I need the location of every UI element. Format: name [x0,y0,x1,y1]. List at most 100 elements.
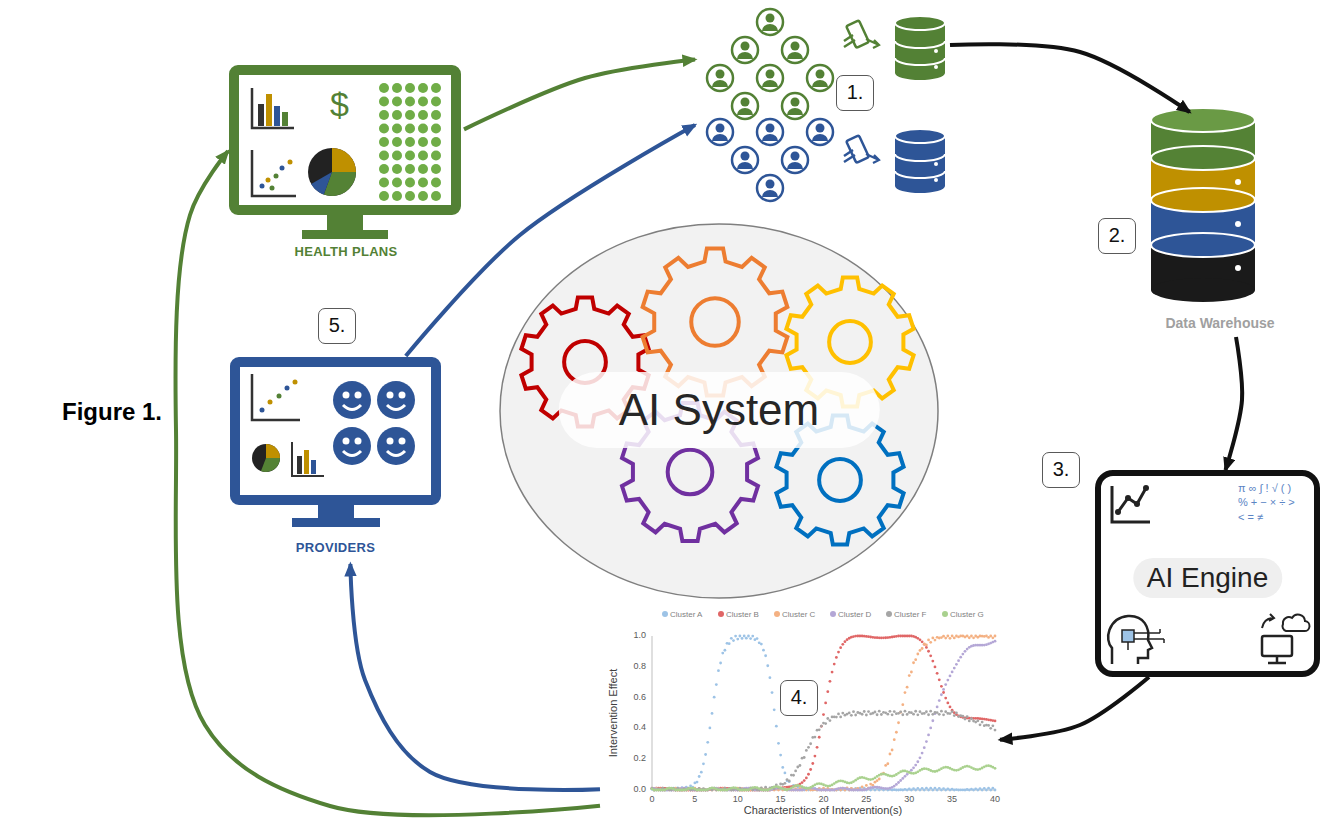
intervention-effect-chart-part-part [818,736,821,739]
node-label: AI System [559,372,880,448]
flow-arrow [464,59,695,129]
intervention-effect-chart-part-part [961,653,964,656]
node-label: HEALTH PLANS [294,244,397,259]
intervention-effect-chart-part-part [942,691,945,694]
intervention-effect-chart-part-part [784,782,787,785]
intervention-effect-chart-part-part [897,721,900,724]
intervention-effect-chart-part-part [970,717,973,720]
intervention-effect-chart-part-part [927,650,930,653]
intervention-effect-chart-part-part [970,717,973,720]
intervention-effect-chart-part-part [981,721,984,724]
flow-arrow [1000,677,1149,740]
health-plans-monitor-part-part [431,83,441,93]
intervention-effect-chart-part-part [792,774,795,777]
intervention-effect-chart-part-part [916,713,919,716]
health-plans-monitor-part-part [418,124,428,134]
health-plans-monitor-part-part [405,137,415,147]
providers-monitor-part [252,444,280,472]
patients-group-part [844,20,879,48]
data-warehouse-cylinder-part [1151,146,1255,170]
dollar-sign: $ [330,84,349,125]
intervention-effect-chart-part-part [841,643,844,646]
intervention-effect-chart-part-part [919,710,922,713]
intervention-effect-chart-part-part [949,637,952,640]
intervention-effect-chart-part-part [835,656,838,659]
intervention-effect-chart-part-part [715,787,718,790]
figure-number: Figure 1. [62,398,162,427]
health-plans-monitor-part [332,148,356,172]
health-plans-monitor-part [258,104,264,126]
health-plans-monitor-part-part [418,151,428,161]
axis-title: Intervention Effect [607,669,620,757]
math-symbols: π ∞ ∫ ! √ ( ) % + − × ÷ > < = ≠ [1238,481,1304,524]
health-plans-monitor-part-part [418,137,428,147]
health-plans-monitor-part [274,174,279,179]
intervention-effect-chart-part-part [715,683,718,686]
intervention-effect-chart-part-part [741,637,744,640]
intervention-effect-chart-part-part [923,789,926,792]
providers-monitor-node: PROVIDERS [229,356,442,564]
health-plans-monitor-part [379,83,441,201]
intervention-effect-chart-part-part [878,778,881,781]
patients-group-part-part [732,37,758,63]
intervention-effect-chart-part-part [826,690,829,693]
intervention-effect-chart-part-part [925,787,928,790]
intervention-effect-chart-part-part [929,654,932,657]
intervention-effect-chart-part-part [854,714,857,717]
intervention-effect-chart-part-part [949,675,952,678]
intervention-effect-chart-part-part [732,639,735,642]
intervention-effect-chart-part-part [953,637,956,640]
ai-engine-icons-part [1115,509,1121,515]
intervention-effect-chart-part-part [964,650,967,653]
health-plans-monitor-part-part [418,191,428,201]
data-warehouse-cylinder-part [1235,265,1241,271]
intervention-effect-chart-part-part [651,787,654,790]
health-plans-monitor-part-part [379,164,389,174]
flow-arrow [1226,337,1243,470]
data-warehouse-cylinder-part [1235,221,1241,227]
intervention-effect-chart-part-part [919,638,922,641]
intervention-effect-chart-part-part [734,635,737,638]
data-warehouse-cylinder-part [1151,278,1255,302]
intervention-effect-chart-part-part [839,646,842,649]
intervention-effect-chart-part-part [931,636,934,639]
health-plans-monitor-part-part [392,97,402,107]
intervention-effect-chart-part-part [931,789,934,792]
intervention-effect-chart [651,635,997,792]
legend-swatch [886,611,892,617]
oval-outline-part [500,224,938,598]
intervention-effect-chart-part-part [814,736,817,739]
patients-group-part [707,9,833,201]
intervention-effect-chart-part-part [807,773,810,776]
flow-arrow [350,564,600,790]
providers-monitor [235,362,436,527]
intervention-effect-chart-part-part [730,637,733,640]
health-plans-monitor-part-part [379,191,389,201]
intervention-effect-chart-part-part [829,719,832,722]
intervention-effect-chart-part-part [829,680,832,683]
providers-monitor-part [235,362,436,500]
intervention-effect-chart-part-part [803,756,806,759]
intervention-effect-chart-part-part [991,636,994,639]
providers-monitor-part [292,442,324,476]
callout-number: 3. [1042,452,1080,488]
providers-monitor-part [252,374,300,420]
ai-engine-icons-part [1262,636,1292,656]
intervention-effect-chart-part-part [878,710,881,713]
legend-swatch [774,611,780,617]
patients-group [707,9,945,201]
intervention-effect-chart-part-part [955,711,958,714]
intervention-effect-chart-part-part [931,660,934,663]
intervention-effect-chart-part-part [957,659,960,662]
intervention-effect-chart-part-part [880,713,883,716]
patients-group-part [895,16,945,80]
health-plans-monitor-part-part [431,137,441,147]
health-plans-monitor-part-part [392,124,402,134]
intervention-effect-chart-part-part [831,671,834,674]
intervention-effect-chart-part-part [989,635,992,638]
health-plans-monitor-part [302,230,388,239]
health-plans-monitor-part [260,184,265,189]
legend-swatch [830,611,836,617]
axis-tick-label: 0.2 [633,753,646,764]
intervention-effect-chart-part-part [651,787,654,790]
